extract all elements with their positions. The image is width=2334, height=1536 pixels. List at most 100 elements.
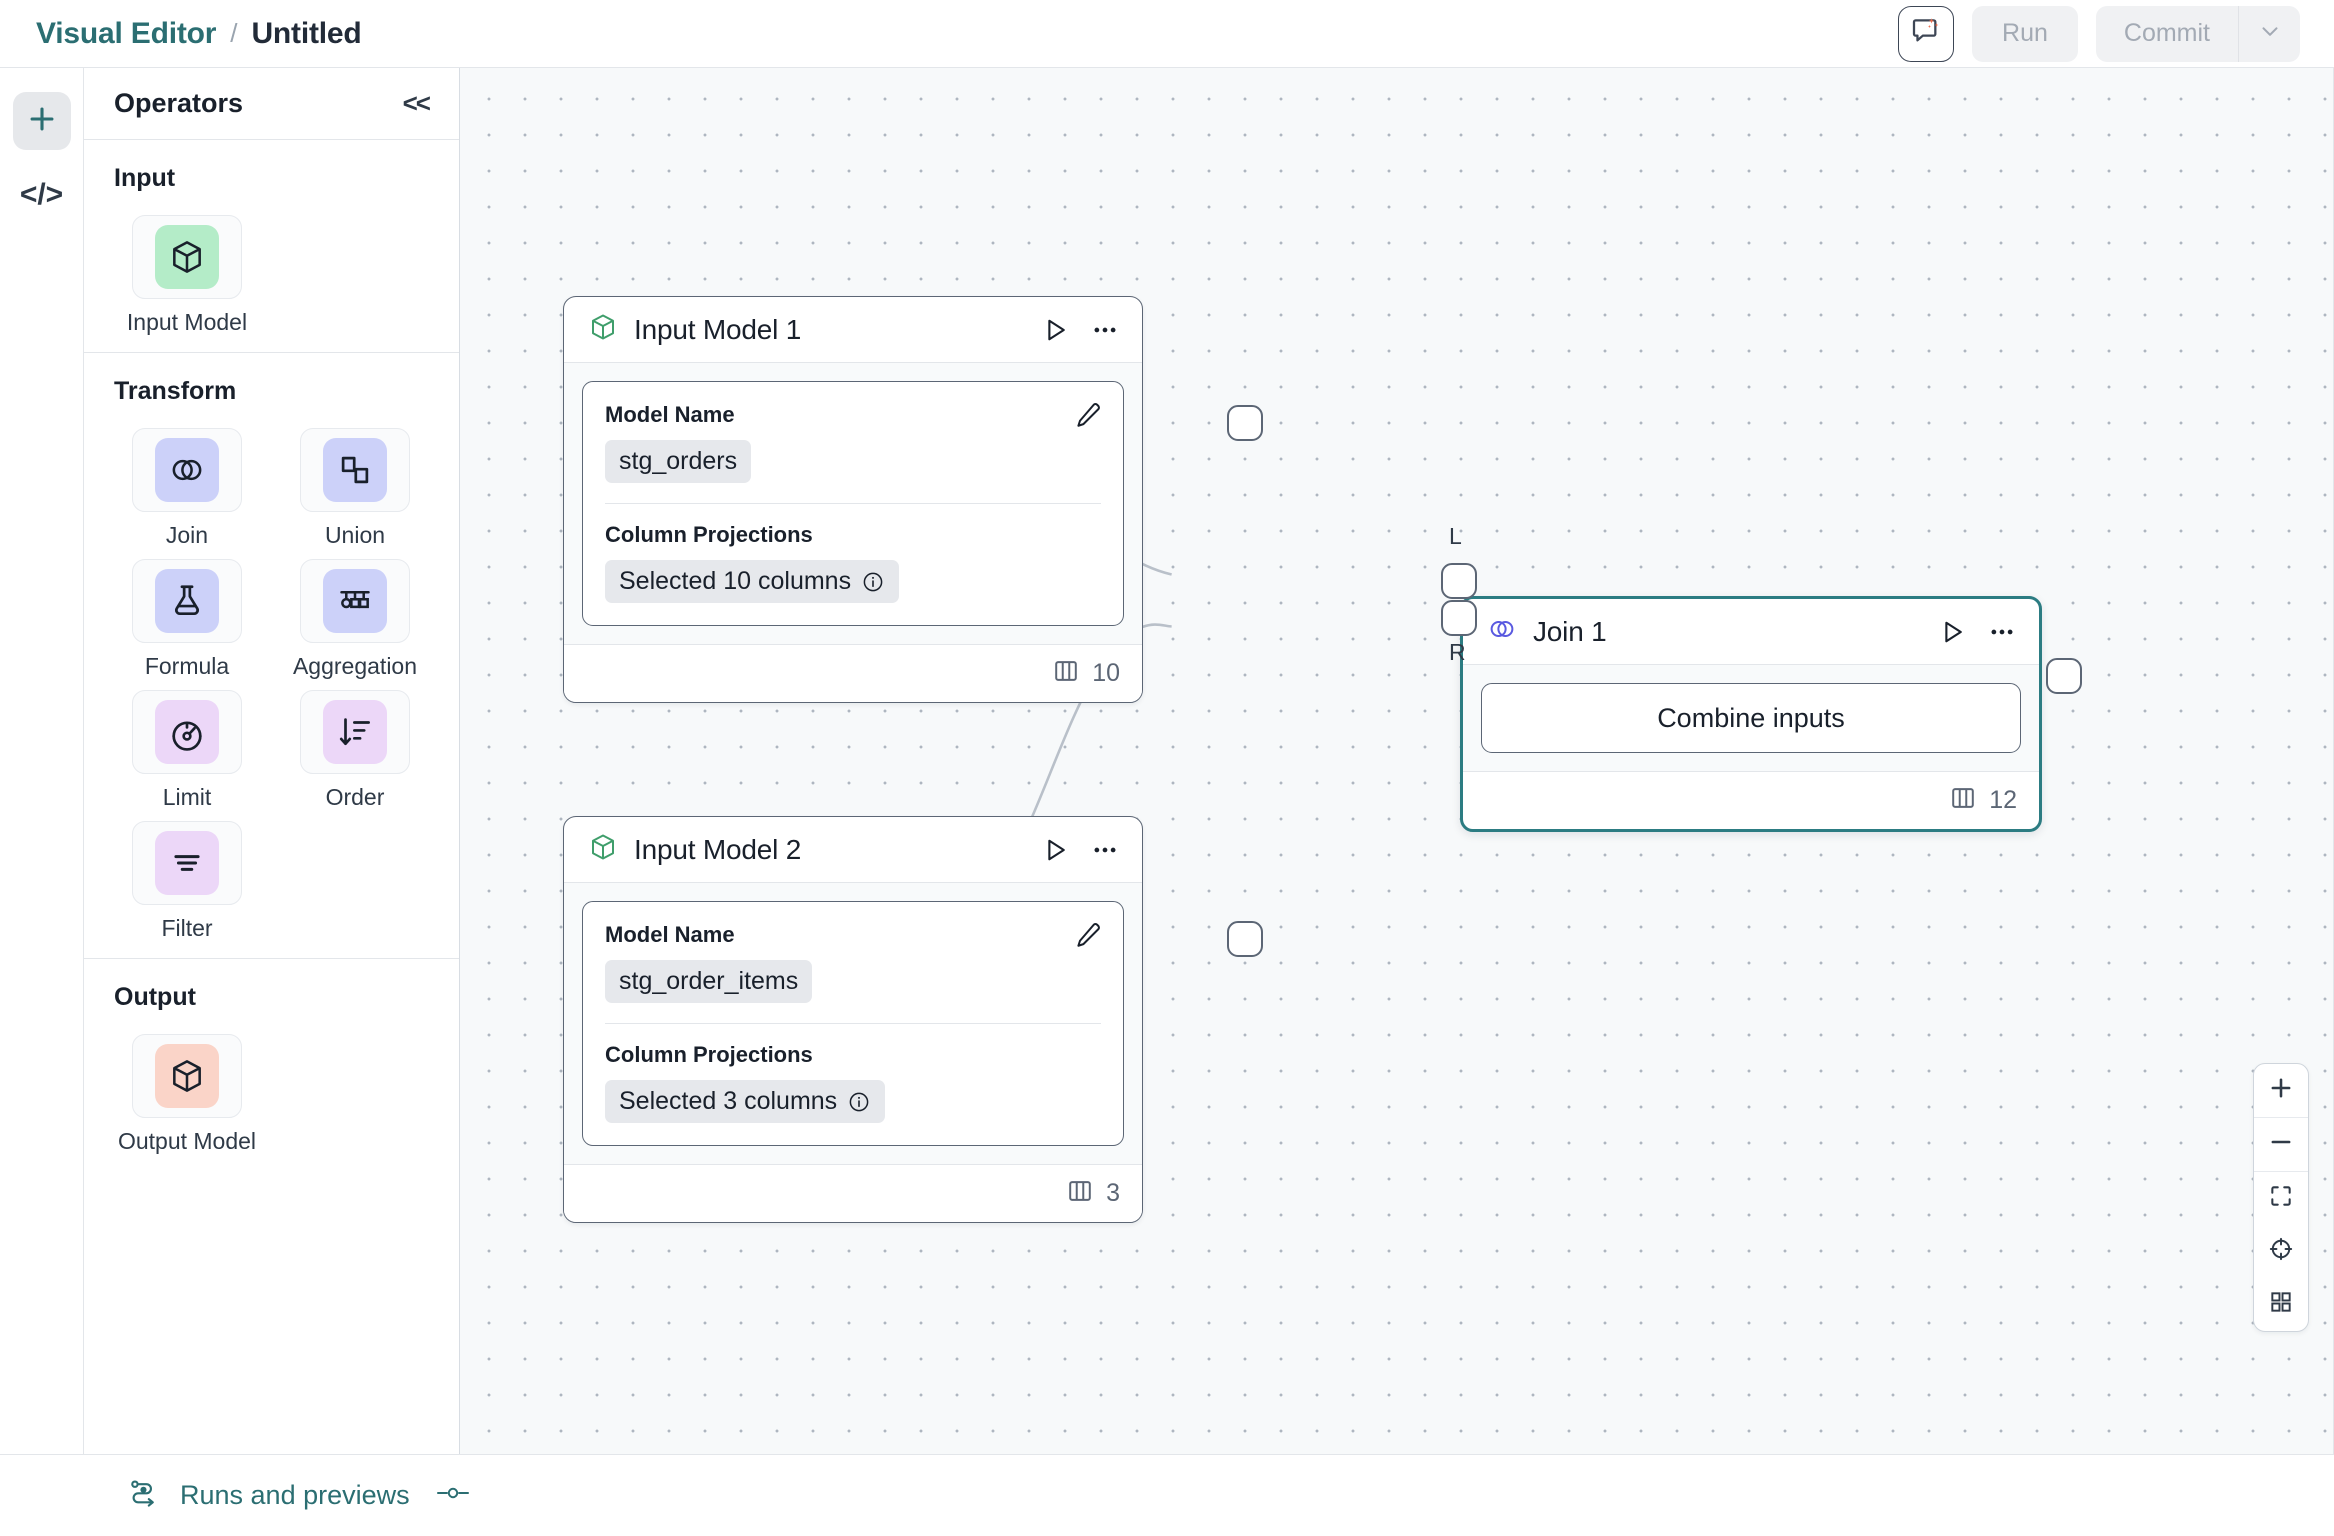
operator-tile-union[interactable]: Union [282, 428, 428, 549]
operators-panel: Operators << Input [84, 68, 460, 1454]
model-name-value[interactable]: stg_order_items [605, 960, 812, 1003]
input-port-right[interactable] [1441, 600, 1477, 636]
ellipsis-horizontal-icon[interactable] [1090, 315, 1120, 345]
node-connector-icon[interactable] [436, 1482, 470, 1509]
pipeline-flow-icon [128, 1477, 160, 1514]
fit-to-screen-button[interactable] [2254, 1172, 2308, 1225]
node-input-model-2[interactable]: Input Model 2 [563, 816, 1143, 1223]
column-projections-value: Selected 10 columns [619, 567, 851, 596]
run-button[interactable]: Run [1972, 6, 2078, 62]
top-bar-actions: Run Commit [1898, 6, 2300, 62]
ai-chat-sparkle-icon [1910, 15, 1942, 52]
app-body: </> Operators << Input [0, 68, 2334, 1454]
column-count: 3 [1106, 1179, 1120, 1208]
grid-view-button[interactable] [2254, 1278, 2308, 1331]
node-header: Input Model 1 [564, 297, 1142, 363]
zoom-out-button[interactable] [2254, 1118, 2308, 1171]
operator-tile-label: Input Model [127, 309, 247, 336]
cube-icon [588, 312, 618, 347]
fit-to-screen-icon [2268, 1183, 2294, 1214]
play-triangle-icon[interactable] [1040, 315, 1070, 345]
node-footer: 10 [564, 644, 1142, 702]
column-projections-chip[interactable]: Selected 10 columns [605, 560, 899, 603]
ellipsis-horizontal-icon[interactable] [1987, 617, 2017, 647]
info-circle-icon[interactable] [847, 1090, 871, 1114]
add-operator-button[interactable] [13, 92, 71, 150]
pencil-edit-icon[interactable] [1073, 920, 1103, 955]
commit-dropdown-toggle[interactable] [2238, 6, 2300, 62]
model-name-label: Model Name [605, 402, 1101, 428]
operator-tile-label: Union [325, 522, 385, 549]
column-projections-chip[interactable]: Selected 3 columns [605, 1080, 885, 1123]
union-shapes-icon [323, 438, 387, 502]
operator-tile-join[interactable]: Join [114, 428, 260, 549]
operator-tile-filter[interactable]: Filter [114, 821, 260, 942]
operator-tile-box [300, 690, 410, 774]
column-projections-value: Selected 3 columns [619, 1087, 837, 1116]
info-circle-icon[interactable] [861, 570, 885, 594]
node-join-1[interactable]: Join 1 [1460, 596, 2042, 832]
operator-tile-box [132, 690, 242, 774]
operator-tile-grid: Output Model [84, 1034, 459, 1155]
model-config-card: Model Name stg_orders Column Projections… [582, 381, 1124, 626]
node-title: Input Model 2 [634, 834, 801, 866]
operators-panel-body: Input Input Model [84, 140, 459, 1454]
input-port-left-label: L [1449, 523, 1462, 550]
input-port-left[interactable] [1441, 563, 1477, 599]
center-target-button[interactable] [2254, 1225, 2308, 1278]
operator-tile-label: Filter [161, 915, 212, 942]
node-input-model-1[interactable]: Input Model 1 [563, 296, 1143, 703]
operators-panel-title: Operators [114, 88, 243, 119]
node-actions [1040, 835, 1120, 865]
node-title: Join 1 [1533, 616, 1607, 648]
venn-circles-icon [155, 438, 219, 502]
venn-circles-icon [1487, 614, 1517, 649]
bottom-bar: Runs and previews [0, 1454, 2334, 1536]
canvas-dot-grid [460, 68, 2333, 1454]
operators-panel-header: Operators << [84, 68, 459, 140]
model-name-value[interactable]: stg_orders [605, 440, 751, 483]
node-header: Join 1 [1463, 599, 2039, 665]
operator-tile-formula[interactable]: Formula [114, 559, 260, 680]
operator-tile-label: Order [326, 784, 385, 811]
commit-button[interactable]: Commit [2096, 6, 2238, 62]
column-projections-label: Column Projections [605, 522, 1101, 548]
play-triangle-icon[interactable] [1937, 617, 1967, 647]
node-footer: 3 [564, 1164, 1142, 1222]
operator-tile-limit[interactable]: Limit [114, 690, 260, 811]
operator-group-transform: Transform Join [84, 353, 459, 959]
runs-and-previews-label: Runs and previews [180, 1480, 410, 1511]
output-port-input-model-2[interactable] [1227, 921, 1263, 957]
cube-icon [155, 1044, 219, 1108]
ellipsis-horizontal-icon[interactable] [1090, 835, 1120, 865]
output-port-input-model-1[interactable] [1227, 405, 1263, 441]
code-brackets-icon: </> [20, 178, 63, 212]
operator-tile-label: Limit [163, 784, 212, 811]
divider [605, 1023, 1101, 1024]
breadcrumb-root-link[interactable]: Visual Editor [36, 17, 216, 51]
play-triangle-icon[interactable] [1040, 835, 1070, 865]
operator-tile-output-model[interactable]: Output Model [114, 1034, 260, 1155]
left-icon-rail: </> [0, 68, 84, 1454]
flask-icon [155, 569, 219, 633]
operator-tile-input-model[interactable]: Input Model [114, 215, 260, 336]
gauge-icon [155, 700, 219, 764]
operator-tile-box [132, 821, 242, 905]
code-view-button[interactable]: </> [13, 170, 71, 220]
combine-inputs-button[interactable]: Combine inputs [1481, 683, 2021, 753]
operator-tile-aggregation[interactable]: Aggregation [282, 559, 428, 680]
output-port-join-1[interactable] [2046, 658, 2082, 694]
cube-icon [588, 832, 618, 867]
double-chevron-left-icon[interactable]: << [403, 88, 429, 119]
zoom-in-button[interactable] [2254, 1064, 2308, 1117]
pencil-edit-icon[interactable] [1073, 400, 1103, 435]
operator-tile-label: Join [166, 522, 208, 549]
operator-tile-box [132, 428, 242, 512]
model-config-card: Model Name stg_order_items Column Projec… [582, 901, 1124, 1146]
ai-assistant-button[interactable] [1898, 6, 1954, 62]
node-footer: 12 [1463, 771, 2039, 829]
flow-canvas[interactable]: Input Model 1 [460, 68, 2334, 1454]
breadcrumb: Visual Editor / Untitled [36, 17, 362, 51]
runs-and-previews-button[interactable]: Runs and previews [128, 1477, 410, 1514]
operator-tile-order[interactable]: Order [282, 690, 428, 811]
